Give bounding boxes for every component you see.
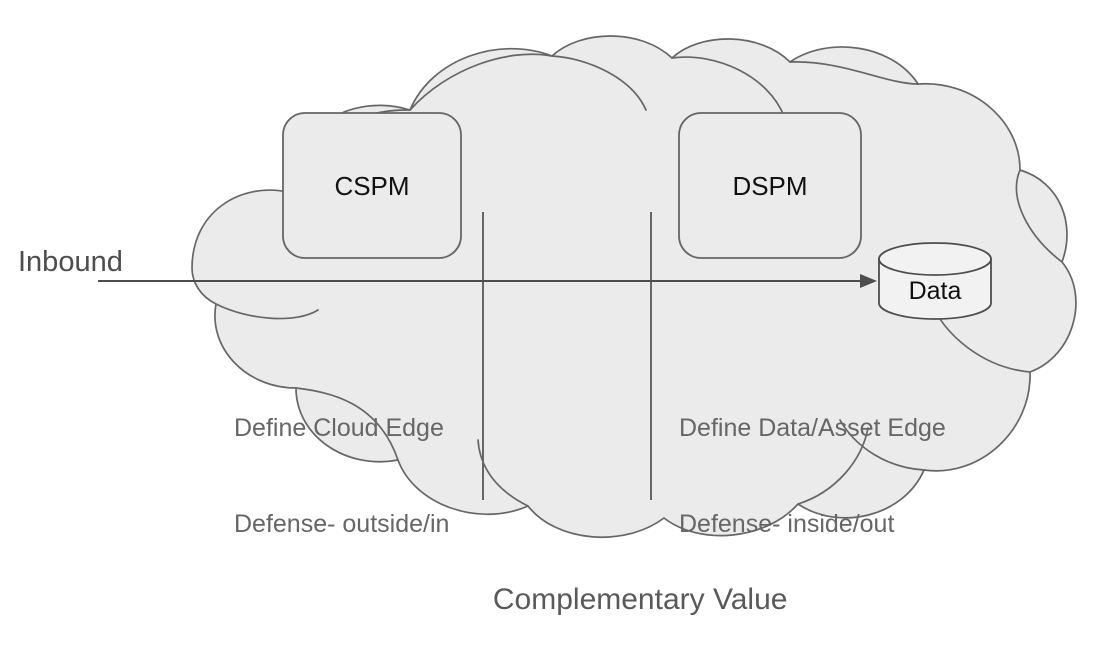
dspm-box[interactable] <box>678 112 862 259</box>
diagram-caption-text: Complementary Value <box>492 583 788 617</box>
cspm-label: CSPM <box>334 171 410 201</box>
data-store-label: Data <box>908 277 962 305</box>
right-note-line1: Define Data/Asset Edge <box>679 414 946 442</box>
left-note-line1: Define Cloud Edge <box>234 414 444 442</box>
left-note: Define Cloud Edge Defense- outside/in <box>234 348 449 604</box>
data-cylinder[interactable] <box>878 242 992 320</box>
left-note-line2: Defense- outside/in <box>234 510 450 538</box>
inbound-arrow <box>98 274 877 288</box>
cspm-box[interactable] <box>282 112 462 259</box>
diagram-canvas: Inbound CSPM DSPM Data Define Cloud Edge… <box>18 35 1077 617</box>
right-note-line2: Defense- inside/out <box>679 510 895 538</box>
inbound-label: Inbound <box>18 246 123 278</box>
diagram-vector-layer <box>98 35 1077 538</box>
right-note: Define Data/Asset Edge Defense- inside/o… <box>679 348 946 604</box>
diagram-caption: Complementary Value <box>0 543 1098 658</box>
dspm-label: DSPM <box>732 171 808 201</box>
